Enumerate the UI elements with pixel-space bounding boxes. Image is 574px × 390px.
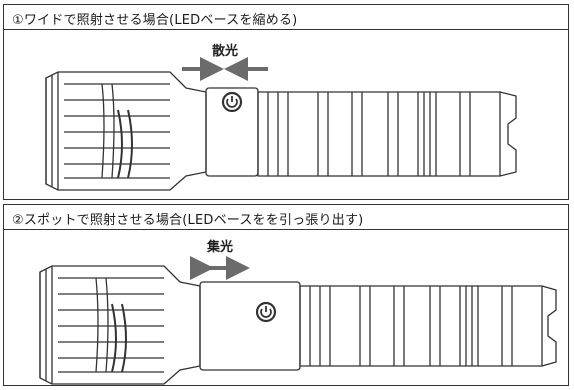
head-lens-1 (45, 72, 59, 190)
power-button-1 (221, 91, 243, 113)
head-bezel-1 (45, 71, 207, 191)
section1-body (3, 30, 569, 200)
section1-caption: 散光 (212, 44, 239, 59)
flashlight-spot (39, 256, 557, 385)
section2-header: ②スポットで照射させる場合(LEDベースをを引っ張り出す) (3, 204, 569, 230)
power-button-2 (255, 301, 277, 323)
section2-title: ②スポットで照射させる場合(LEDベースをを引っ張り出す) (12, 213, 364, 228)
section2-caption: 集光 (207, 240, 234, 255)
section1-title: ①ワイドで照射させる場合(LEDベースを縮める) (12, 13, 298, 28)
flashlight-wide (45, 57, 517, 191)
head-bezel-2 (39, 265, 201, 385)
section1-header: ①ワイドで照射させる場合(LEDベースを縮める) (3, 4, 569, 30)
